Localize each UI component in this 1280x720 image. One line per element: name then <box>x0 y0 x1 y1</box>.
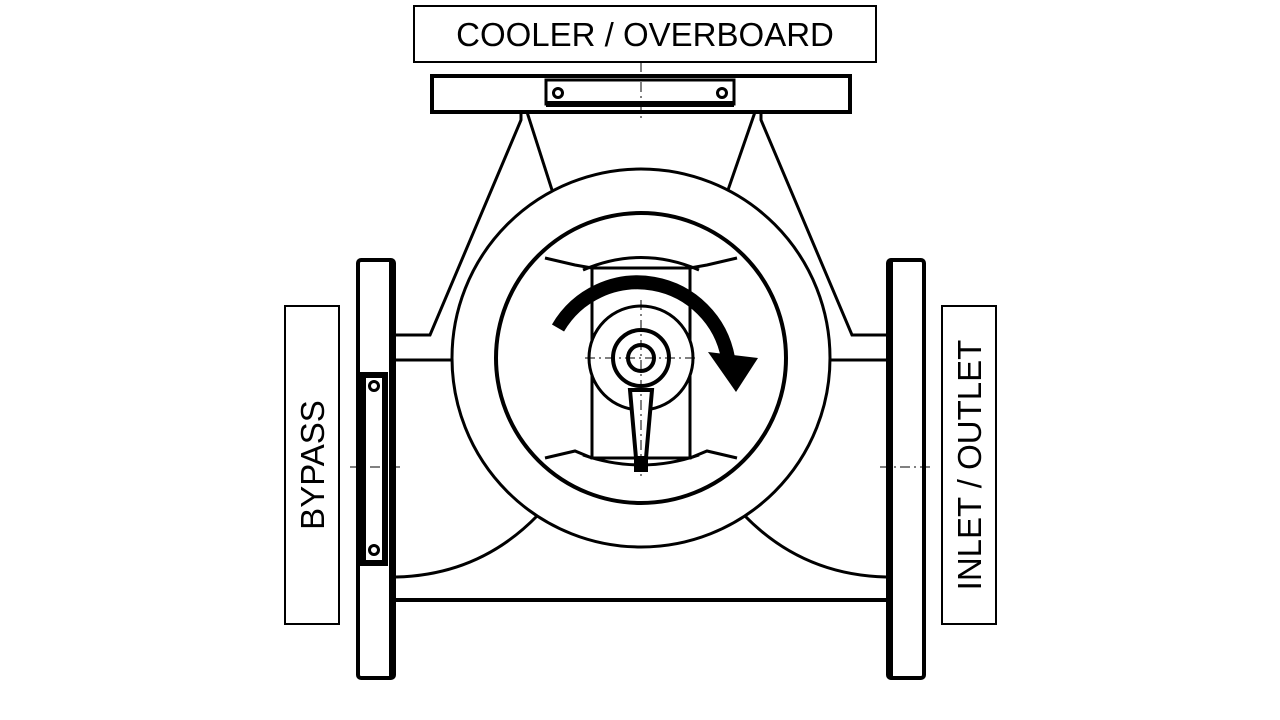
label-top-text: COOLER / OVERBOARD <box>456 16 834 53</box>
right-flange <box>886 258 926 680</box>
label-bypass: BYPASS <box>284 305 340 625</box>
label-inlet-outlet: INLET / OUTLET <box>941 305 997 625</box>
label-left-text: BYPASS <box>294 400 331 530</box>
left-flange <box>356 258 396 680</box>
label-cooler-overboard: COOLER / OVERBOARD <box>413 5 877 63</box>
centerlines <box>350 62 932 480</box>
clockwise-arrow-icon <box>551 275 758 392</box>
valve-body <box>395 111 887 602</box>
label-right-text: INLET / OUTLET <box>951 340 988 591</box>
